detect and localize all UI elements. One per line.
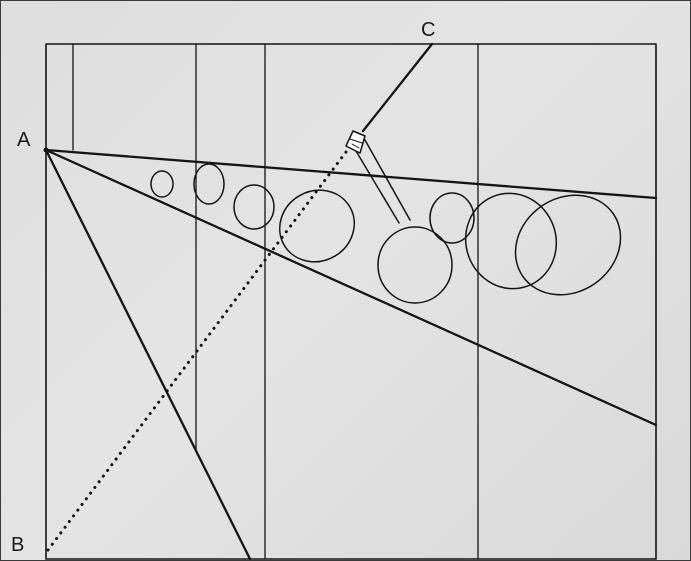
racket-handle [352,139,411,224]
line-a-top [44,148,658,200]
label-b: B [11,534,24,556]
line-a-middle [44,148,658,427]
point-a [43,147,49,153]
ball-7 [464,192,558,290]
ball-4 [278,189,356,263]
ball-3 [233,184,275,230]
ball-5 [377,226,453,304]
line-c [361,42,434,133]
label-c: C [421,19,435,41]
ball-2 [193,163,225,205]
ball-8 [514,194,622,296]
racket-grip-lines [349,138,363,149]
label-a: A [17,129,31,151]
racket-grip [345,130,366,154]
dotted-line-b [46,138,357,552]
ball-6 [429,192,475,244]
picture-frame [45,43,657,560]
line-a-bottom [44,148,252,561]
ball-1 [150,170,174,198]
